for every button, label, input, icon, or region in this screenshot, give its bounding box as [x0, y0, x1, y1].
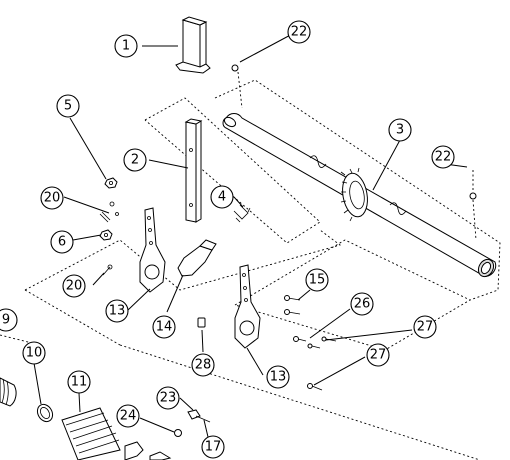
callout-1: 1	[114, 34, 138, 58]
callout-14: 14	[152, 315, 176, 339]
callout-label: 27	[417, 320, 434, 335]
part-1-post	[175, 16, 211, 74]
callout-3: 3	[388, 118, 412, 142]
callout-22-top: 22	[287, 20, 311, 44]
callout-label: 13	[270, 370, 287, 385]
screws-right	[284, 295, 337, 391]
callout-label: 9	[2, 313, 10, 328]
callout-label: 20	[44, 191, 61, 206]
parts-17-23-24	[149, 409, 211, 460]
callout-27-lower: 27	[366, 343, 390, 367]
callout-label: 22	[291, 25, 308, 40]
callout-10: 10	[22, 341, 46, 365]
callout-4: 4	[210, 185, 234, 209]
callout-28: 28	[191, 353, 215, 377]
callout-label: 24	[120, 409, 137, 424]
callout-17: 17	[201, 435, 225, 459]
part-13-left-bracket	[139, 207, 166, 293]
callout-label: 14	[156, 320, 173, 335]
callout-label: 23	[160, 391, 177, 406]
callout-22-right: 22	[431, 145, 455, 169]
callout-label: 10	[26, 346, 43, 361]
leader-lines	[33, 31, 468, 438]
part-13-right-bracket	[234, 264, 261, 349]
callout-label: 22	[435, 150, 452, 165]
part-9-hose	[0, 377, 17, 407]
callout-20-lower: 20	[62, 274, 86, 298]
part-3-shaft	[222, 113, 497, 278]
part-4-clip	[233, 204, 251, 223]
callout-9: 9	[0, 308, 18, 332]
callout-label: 5	[64, 99, 72, 114]
callout-6: 6	[50, 230, 74, 254]
callout-label: 1	[122, 39, 130, 54]
part-10-ring	[36, 403, 54, 423]
callout-13-right: 13	[266, 365, 290, 389]
callout-label: 3	[396, 123, 404, 138]
callout-13-left: 13	[105, 299, 129, 323]
callout-label: 6	[58, 235, 66, 250]
callout-15: 15	[305, 268, 329, 292]
callout-label: 2	[131, 153, 139, 168]
callout-23: 23	[156, 386, 180, 410]
part-11-bellows	[61, 407, 144, 460]
assembly-outlines	[0, 79, 501, 460]
callout-26: 26	[350, 292, 374, 316]
fasteners-left	[99, 177, 119, 276]
callout-11: 11	[67, 370, 91, 394]
callout-label: 26	[354, 297, 371, 312]
callout-27-upper: 27	[413, 315, 437, 339]
callout-label: 15	[309, 273, 326, 288]
sprocket	[340, 167, 368, 222]
callout-label: 27	[370, 348, 387, 363]
callout-label: 28	[195, 358, 212, 373]
callout-5: 5	[56, 94, 80, 118]
callout-label: 13	[109, 304, 126, 319]
grease-fittings	[231, 64, 477, 241]
callout-24: 24	[116, 404, 140, 428]
callout-2: 2	[123, 148, 147, 172]
part-2-bar	[184, 118, 203, 223]
callout-label: 11	[71, 375, 88, 390]
callouts: 1 2 3 4 5 6 9 10 11 13 13 14 15 17 20 20…	[0, 20, 455, 459]
callout-20-upper: 20	[40, 186, 64, 210]
callout-label: 4	[218, 190, 226, 205]
part-14-block	[177, 239, 217, 277]
part-28-bushing	[197, 317, 206, 328]
callout-label: 20	[66, 279, 83, 294]
callout-label: 17	[205, 440, 222, 455]
